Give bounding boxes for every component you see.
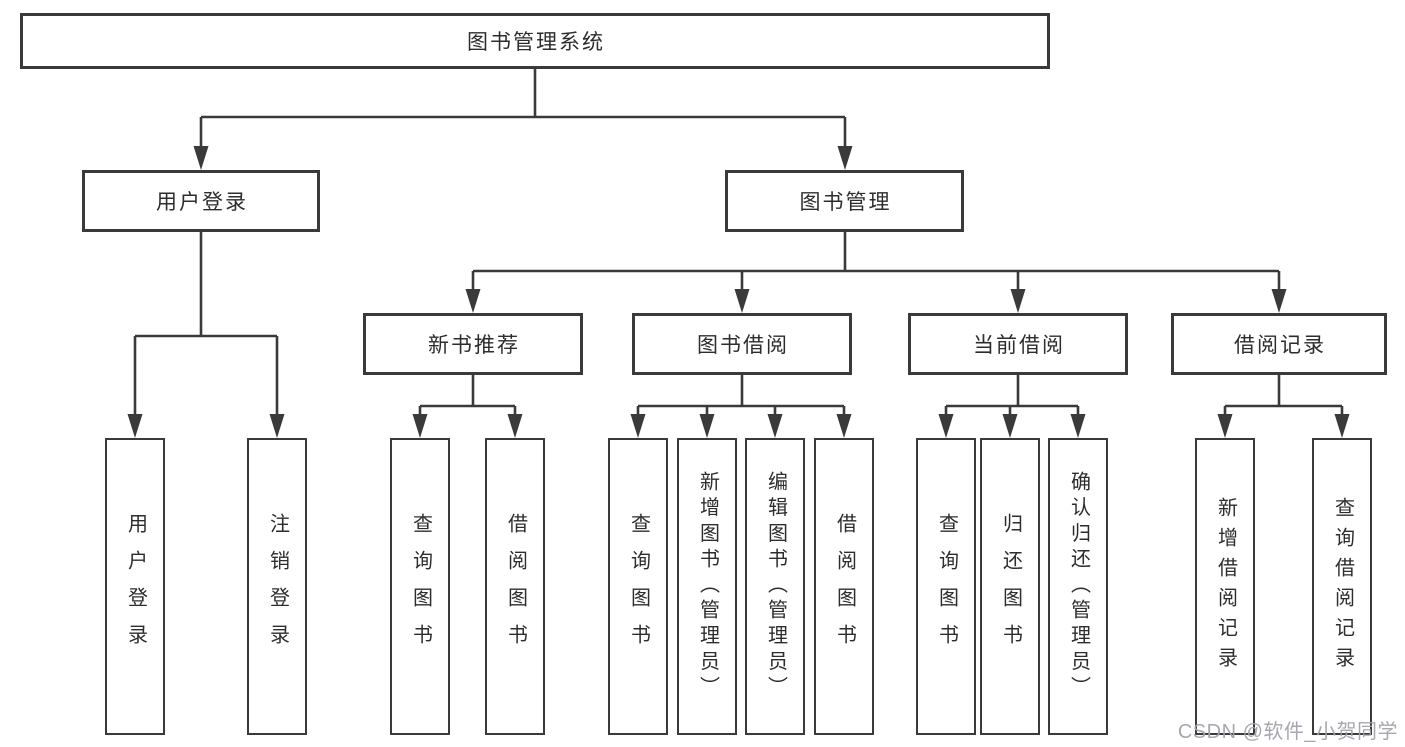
leaf-borrowing-borrow-book: 借阅图书 <box>814 438 874 735</box>
arrowhead-icons <box>127 146 1350 438</box>
leaf-return-book-label: 归还图书 <box>999 512 1022 661</box>
leaf-query-borrow-record-label: 查询借阅记录 <box>1331 496 1354 677</box>
leaf-edit-book-admin: 编辑图书（管理员） <box>745 438 805 735</box>
node-book-borrowing-label: 图书借阅 <box>697 334 789 357</box>
leaf-borrowing-query-book: 查询图书 <box>608 438 668 735</box>
leaf-borrowing-borrow-book-label: 借阅图书 <box>833 512 856 661</box>
leaf-add-borrow-record-label: 新增借阅记录 <box>1214 496 1237 677</box>
leaf-confirm-return-admin: 确认归还（管理员） <box>1048 438 1108 735</box>
leaf-confirm-return-admin-label: 确认归还（管理员） <box>1067 471 1090 702</box>
node-current-borrowing-label: 当前借阅 <box>973 334 1065 357</box>
node-root-label: 图书管理系统 <box>467 31 605 54</box>
node-book-management-label: 图书管理 <box>799 191 892 214</box>
leaf-add-borrow-record: 新增借阅记录 <box>1195 438 1255 735</box>
node-current-borrowing: 当前借阅 <box>908 313 1128 375</box>
node-user-login: 用户登录 <box>82 170 320 232</box>
node-borrowing-records-label: 借阅记录 <box>1234 334 1326 357</box>
leaf-recommend-query-book: 查询图书 <box>390 438 450 735</box>
leaf-edit-book-admin-label: 编辑图书（管理员） <box>764 471 787 702</box>
leaf-recommend-query-book-label: 查询图书 <box>409 512 432 661</box>
leaf-add-book-admin-label: 新增图书（管理员） <box>696 471 719 702</box>
node-book-borrowing: 图书借阅 <box>632 313 852 375</box>
leaf-recommend-borrow-book-label: 借阅图书 <box>504 512 527 661</box>
leaf-borrowing-query-book-label: 查询图书 <box>627 512 650 661</box>
node-new-book-recommend: 新书推荐 <box>363 313 583 375</box>
node-book-management: 图书管理 <box>725 170 964 232</box>
node-new-book-recommend-label: 新书推荐 <box>428 334 520 357</box>
leaf-logout-label: 注销登录 <box>266 512 289 661</box>
node-user-login-label: 用户登录 <box>156 191 248 214</box>
connector-lines <box>133 69 1344 418</box>
leaf-query-borrow-record: 查询借阅记录 <box>1312 438 1372 735</box>
leaf-add-book-admin: 新增图书（管理员） <box>677 438 737 735</box>
leaf-current-query-book: 查询图书 <box>916 438 976 735</box>
leaf-logout: 注销登录 <box>247 438 307 735</box>
leaf-return-book: 归还图书 <box>980 438 1040 735</box>
leaf-user-login: 用户登录 <box>105 438 165 735</box>
leaf-user-login-label: 用户登录 <box>124 512 147 661</box>
node-borrowing-records: 借阅记录 <box>1171 313 1387 375</box>
leaf-current-query-book-label: 查询图书 <box>935 512 958 661</box>
node-root-system: 图书管理系统 <box>20 13 1050 69</box>
leaf-recommend-borrow-book: 借阅图书 <box>485 438 545 735</box>
csdn-watermark: CSDN @软件_小贺同学 <box>1177 721 1398 743</box>
